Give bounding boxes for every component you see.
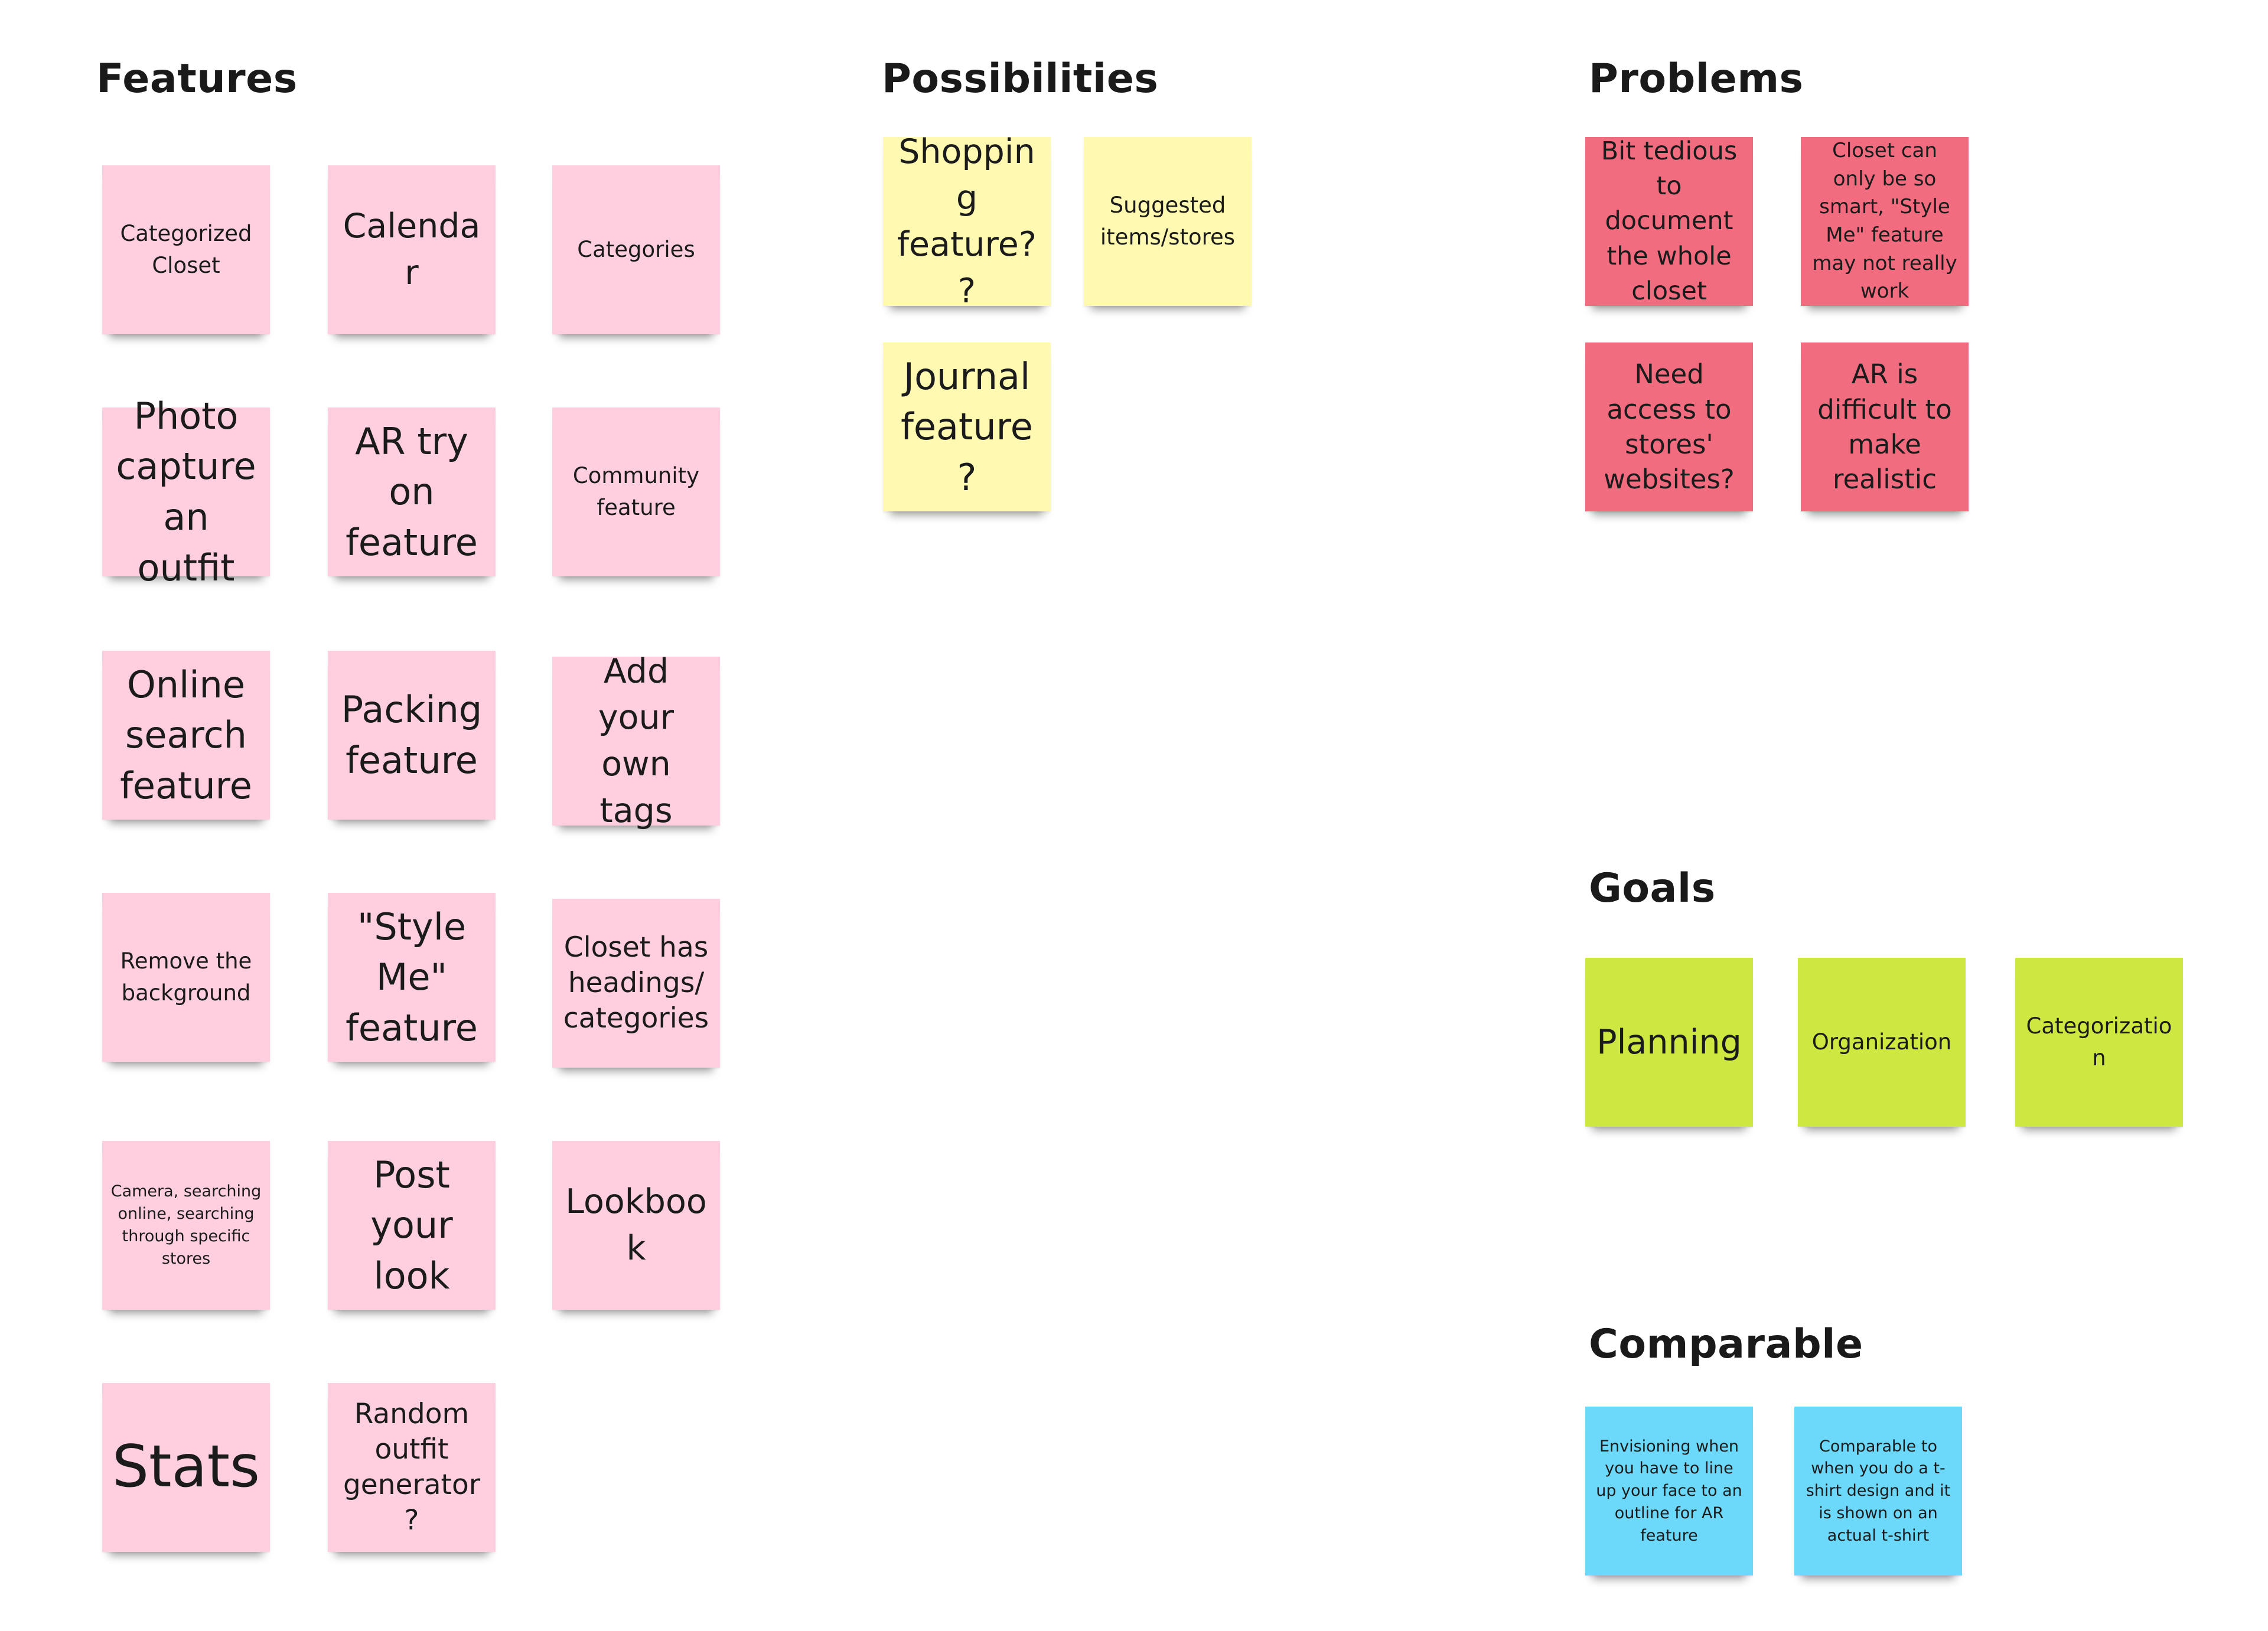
sticky-note[interactable]: Closet has headings/ categories: [552, 899, 720, 1068]
sticky-note-text: Remove the background: [120, 948, 252, 1006]
sticky-note-text: Post your look: [370, 1153, 453, 1297]
heading-possibilities: Possibilities: [882, 56, 1159, 102]
sticky-note[interactable]: Organization: [1798, 958, 1966, 1127]
heading-features: Features: [96, 56, 298, 102]
sticky-note[interactable]: Online search feature: [102, 651, 270, 820]
sticky-note-text: Closet can only be so smart, "Style Me" …: [1812, 139, 1957, 304]
sticky-note-text: Online search feature: [120, 663, 252, 807]
sticky-note-text: Categories: [577, 237, 695, 263]
sticky-note[interactable]: Random outfit generator?: [328, 1383, 496, 1552]
sticky-note[interactable]: AR try on feature: [328, 407, 496, 576]
sticky-note-text: Shopping feature??: [897, 132, 1037, 311]
sticky-note[interactable]: Packing feature: [328, 651, 496, 820]
sticky-note-text: Suggested items/stores: [1100, 193, 1236, 250]
heading-comparable: Comparable: [1589, 1321, 1863, 1368]
sticky-note[interactable]: Need access to stores' websites?: [1585, 342, 1753, 511]
sticky-note-text: Calendar: [343, 207, 481, 292]
sticky-note-text: Categorized Closet: [120, 221, 252, 278]
sticky-note[interactable]: Planning: [1585, 958, 1753, 1127]
sticky-note-text: Need access to stores' websites?: [1604, 358, 1735, 495]
sticky-note-text: Stats: [112, 1433, 260, 1501]
heading-goals: Goals: [1589, 865, 1716, 912]
sticky-note-text: Add your own tags: [598, 651, 674, 830]
sticky-note-text: Random outfit generator?: [343, 1397, 481, 1537]
sticky-note[interactable]: Add your own tags: [552, 652, 720, 830]
sticky-note[interactable]: Calendar: [328, 165, 496, 334]
sticky-note-text: Closet has headings/ categories: [563, 931, 709, 1035]
sticky-note[interactable]: Categorized Closet: [102, 165, 270, 334]
sticky-note-text: Bit tedious to document the whole closet: [1601, 136, 1738, 306]
sticky-note[interactable]: AR is difficult to make realistic: [1801, 342, 1969, 511]
sticky-note-text: Journal feature?: [901, 354, 1033, 499]
sticky-note-text: AR try on feature: [346, 419, 478, 564]
sticky-note[interactable]: Stats: [102, 1383, 270, 1552]
sticky-note-text: Photo capture an outfit: [116, 394, 256, 589]
sticky-note[interactable]: Suggested items/stores: [1084, 137, 1252, 306]
sticky-note-text: Planning: [1596, 1022, 1742, 1062]
sticky-note[interactable]: Post your look: [328, 1141, 496, 1310]
heading-problems: Problems: [1589, 56, 1804, 102]
sticky-note-text: Packing feature: [341, 688, 483, 782]
sticky-note-text: Community feature: [572, 463, 700, 520]
sticky-note-text: Lookbook: [565, 1182, 707, 1268]
sticky-note-text: Categorization: [2026, 1013, 2172, 1071]
sticky-note[interactable]: Bit tedious to document the whole closet: [1585, 136, 1753, 306]
sticky-note[interactable]: Closet can only be so smart, "Style Me" …: [1801, 137, 1969, 306]
sticky-note[interactable]: Shopping feature??: [883, 132, 1051, 311]
sticky-note-text: Organization: [1811, 1029, 1952, 1055]
sticky-note[interactable]: Photo capture an outfit: [102, 394, 270, 589]
sticky-note[interactable]: Comparable to when you do a t-shirt desi…: [1794, 1407, 1962, 1575]
sticky-note-text: "Style Me" feature: [346, 905, 478, 1049]
sticky-note[interactable]: Community feature: [552, 407, 720, 576]
sticky-note[interactable]: Envisioning when you have to line up you…: [1585, 1407, 1753, 1575]
sticky-note-text: AR is difficult to make realistic: [1817, 358, 1952, 495]
sticky-note[interactable]: Categories: [552, 165, 720, 334]
sticky-note[interactable]: Remove the background: [102, 893, 270, 1062]
sticky-note[interactable]: Journal feature?: [883, 342, 1051, 511]
sticky-note-text: Camera, searching online, searching thro…: [110, 1182, 262, 1268]
sticky-note[interactable]: "Style Me" feature: [328, 893, 496, 1062]
sticky-note-text: Envisioning when you have to line up you…: [1596, 1437, 1742, 1545]
sticky-note[interactable]: Categorization: [2015, 958, 2183, 1127]
sticky-note[interactable]: Lookbook: [552, 1141, 720, 1310]
sticky-note-text: Comparable to when you do a t-shirt desi…: [1806, 1437, 1951, 1545]
sticky-note[interactable]: Camera, searching online, searching thro…: [102, 1141, 270, 1310]
